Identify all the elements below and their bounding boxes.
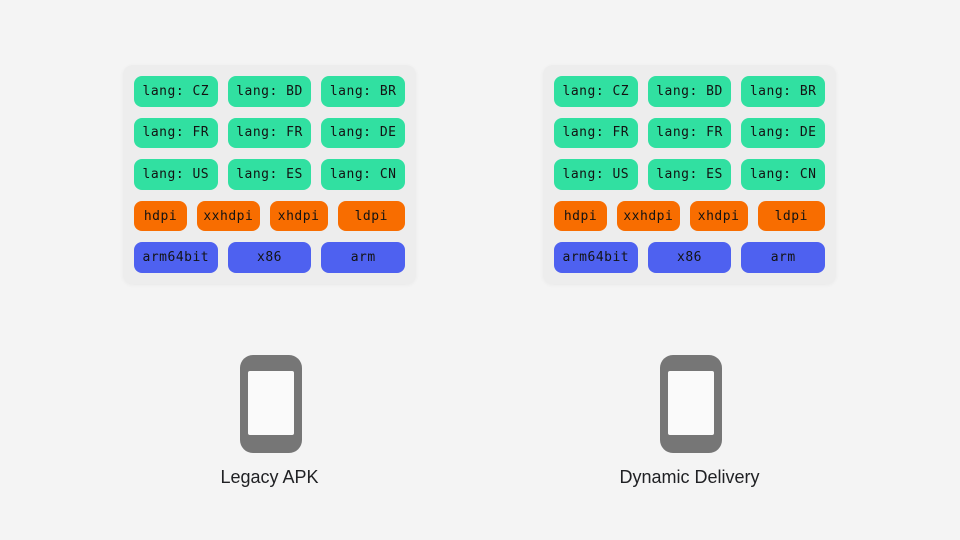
chip-lang-bd: lang: BD — [647, 76, 732, 107]
chip-lang-es: lang: ES — [227, 159, 312, 190]
chip-arm64bit: arm64bit — [134, 242, 218, 273]
chip-lang-fr: lang: FR — [647, 117, 732, 149]
chip-row-lang: lang: CZ lang: BD lang: BR — [134, 76, 406, 107]
chip-lang-us: lang: US — [134, 159, 218, 190]
chip-hdpi: hdpi — [134, 200, 188, 232]
chip-xxhdpi: xxhdpi — [617, 200, 680, 232]
caption-legacy-apk: Legacy APK — [220, 467, 319, 487]
chip-lang-fr: lang: FR — [554, 117, 638, 149]
chip-lang-de: lang: DE — [741, 117, 826, 149]
chip-xhdpi: xhdpi — [689, 200, 748, 232]
chip-row-lang: lang: US lang: ES lang: CN — [554, 159, 826, 190]
chip-row-lang: lang: US lang: ES lang: CN — [134, 159, 406, 190]
chip-x86: x86 — [227, 242, 312, 273]
chip-lang-bd: lang: BD — [227, 76, 312, 107]
chip-row-abi: arm64bit x86 arm — [134, 242, 406, 273]
chip-arm: arm — [321, 242, 406, 273]
chip-lang-us: lang: US — [554, 159, 638, 190]
chip-lang-fr: lang: FR — [227, 117, 312, 149]
chip-lang-cn: lang: CN — [741, 159, 826, 190]
chip-row-abi: arm64bit x86 arm — [554, 242, 826, 273]
chip-lang-cz: lang: CZ — [554, 76, 638, 107]
chip-ldpi: ldpi — [337, 200, 405, 232]
chip-lang-br: lang: BR — [321, 76, 406, 107]
chip-hdpi: hdpi — [554, 200, 608, 232]
chip-row-lang: lang: FR lang: FR lang: DE — [554, 117, 826, 149]
chip-arm: arm — [741, 242, 826, 273]
chip-row-lang: lang: CZ lang: BD lang: BR — [554, 76, 826, 107]
chip-lang-br: lang: BR — [741, 76, 826, 107]
phone-screen — [668, 371, 714, 435]
chip-xhdpi: xhdpi — [269, 200, 328, 232]
chip-row-density: hdpi xxhdpi xhdpi ldpi — [134, 200, 405, 232]
chip-xxhdpi: xxhdpi — [197, 200, 260, 232]
chip-lang-es: lang: ES — [647, 159, 732, 190]
phone-screen — [248, 371, 294, 435]
chip-row-density: hdpi xxhdpi xhdpi ldpi — [554, 200, 825, 232]
chip-lang-cz: lang: CZ — [134, 76, 218, 107]
caption-dynamic-delivery: Dynamic Delivery — [619, 467, 760, 487]
chip-x86: x86 — [647, 242, 732, 273]
chip-row-lang: lang: FR lang: FR lang: DE — [134, 117, 406, 149]
chip-lang-de: lang: DE — [321, 117, 406, 149]
chip-lang-fr: lang: FR — [134, 117, 218, 149]
chip-lang-cn: lang: CN — [321, 159, 406, 190]
phone-icon-dynamic — [660, 355, 722, 453]
chip-arm64bit: arm64bit — [554, 242, 638, 273]
phone-icon-legacy — [240, 355, 302, 453]
chip-ldpi: ldpi — [757, 200, 825, 232]
